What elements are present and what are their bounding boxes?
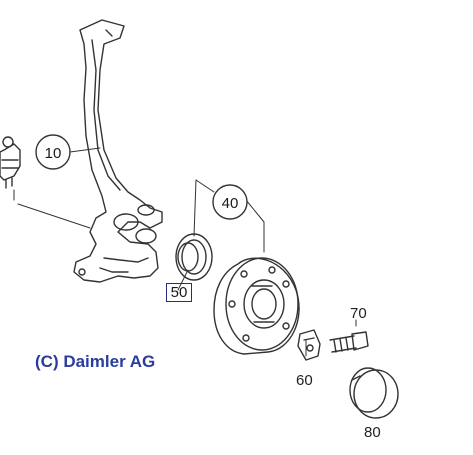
hub-cap[interactable] bbox=[349, 367, 399, 419]
clip-bracket[interactable] bbox=[297, 329, 321, 361]
ball-joint[interactable] bbox=[0, 136, 21, 189]
leader-lines bbox=[13, 147, 357, 357]
callout-circle-40 bbox=[212, 184, 248, 220]
callout-label-70: 70 bbox=[350, 305, 367, 322]
callout-circle-10 bbox=[35, 134, 71, 170]
callout-label-40: 40 bbox=[222, 195, 239, 212]
callout-label-50: 50 bbox=[170, 284, 188, 301]
steering-knuckle[interactable] bbox=[73, 19, 163, 283]
callout-label-10: 10 bbox=[45, 145, 62, 162]
bolt[interactable] bbox=[329, 331, 369, 353]
copyright-notice: (C) Daimler AG bbox=[35, 352, 156, 371]
wheel-hub[interactable] bbox=[213, 257, 300, 355]
selected-part-box[interactable] bbox=[166, 283, 192, 302]
callout-label-80: 80 bbox=[364, 424, 381, 441]
callout-label-60: 60 bbox=[296, 372, 313, 389]
seal-ring[interactable] bbox=[175, 233, 213, 281]
callout-circles bbox=[35, 134, 248, 220]
